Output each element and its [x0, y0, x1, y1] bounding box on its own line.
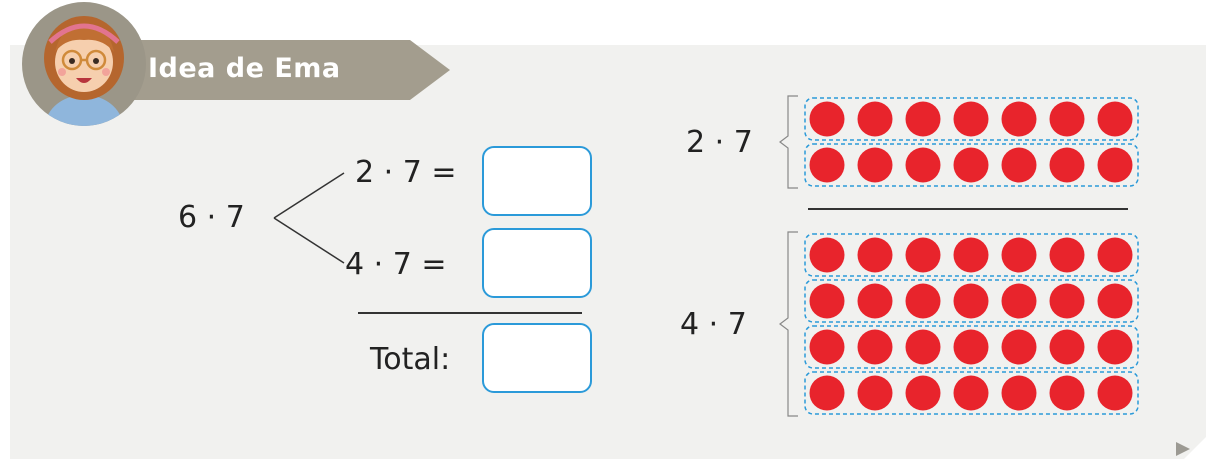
red-counter: [1097, 283, 1133, 319]
red-counter: [809, 329, 845, 365]
red-counter: [1097, 237, 1133, 273]
total-answer-box[interactable]: [482, 323, 592, 393]
part2-expression: 4 · 7 =: [345, 247, 447, 282]
counter-row-outline: [804, 325, 1139, 369]
red-counter: [809, 101, 845, 137]
whole-expression: 6 · 7: [178, 200, 245, 235]
arrays-divider: [808, 208, 1128, 210]
red-counter: [809, 283, 845, 319]
counter-row-outline: [804, 233, 1139, 277]
red-counter: [1097, 147, 1133, 183]
red-counter: [953, 101, 989, 137]
red-counter: [809, 147, 845, 183]
banner-title: Idea de Ema: [148, 53, 341, 84]
red-counter: [1001, 237, 1037, 273]
red-counter: [905, 237, 941, 273]
red-counter: [905, 101, 941, 137]
red-counter: [1001, 147, 1037, 183]
red-counter: [1097, 101, 1133, 137]
girl-avatar-icon: [22, 2, 146, 126]
branch-lines: [273, 172, 345, 264]
red-counter: [1001, 283, 1037, 319]
part2-answer-box[interactable]: [482, 228, 592, 298]
red-counter: [905, 283, 941, 319]
array-bracket: [779, 231, 798, 417]
red-counter: [857, 237, 893, 273]
red-counter: [905, 147, 941, 183]
red-counter: [1049, 147, 1085, 183]
red-counter: [857, 101, 893, 137]
red-counter: [953, 283, 989, 319]
red-counter: [953, 147, 989, 183]
array-4x7-label: 4 · 7: [680, 307, 747, 342]
red-counter: [857, 147, 893, 183]
red-counter: [953, 329, 989, 365]
part1-answer-box[interactable]: [482, 146, 592, 216]
idea-banner: [100, 40, 450, 100]
red-counter: [953, 237, 989, 273]
total-label: Total:: [370, 342, 451, 377]
part1-expression: 2 · 7 =: [355, 155, 457, 190]
counter-row-outline: [804, 143, 1139, 187]
red-counter: [809, 237, 845, 273]
red-counter: [1001, 329, 1037, 365]
sum-line: [358, 312, 582, 314]
red-counter: [1049, 375, 1085, 411]
red-counter: [1049, 237, 1085, 273]
counter-row-outline: [804, 279, 1139, 323]
array-2x7-label: 2 · 7: [686, 125, 753, 160]
red-counter: [905, 375, 941, 411]
red-counter: [1049, 283, 1085, 319]
counter-row-outline: [804, 97, 1139, 141]
red-counter: [1001, 375, 1037, 411]
red-counter: [1049, 101, 1085, 137]
red-counter: [809, 375, 845, 411]
counter-row-outline: [804, 371, 1139, 415]
red-counter: [953, 375, 989, 411]
red-counter: [857, 375, 893, 411]
red-counter: [857, 329, 893, 365]
red-counter: [1097, 375, 1133, 411]
red-counter: [1097, 329, 1133, 365]
array-bracket: [779, 95, 798, 189]
next-arrow-icon[interactable]: [1176, 442, 1190, 456]
red-counter: [1001, 101, 1037, 137]
red-counter: [857, 283, 893, 319]
red-counter: [905, 329, 941, 365]
red-counter: [1049, 329, 1085, 365]
